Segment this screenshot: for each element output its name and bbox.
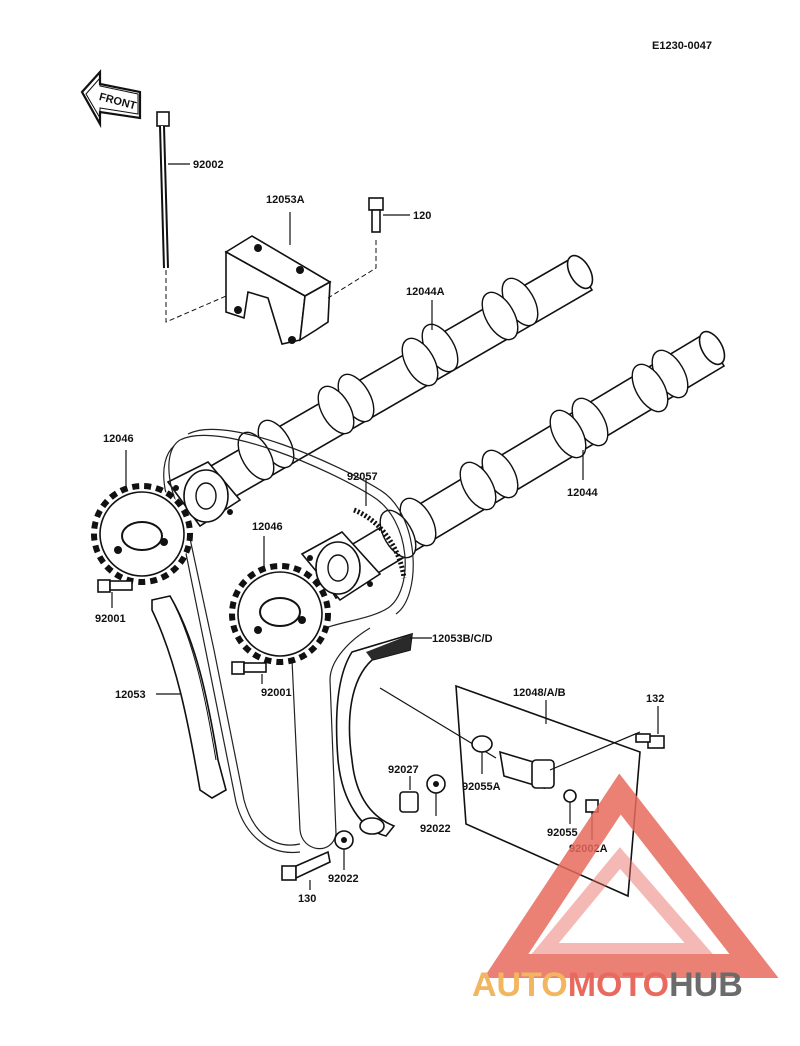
bracket-part [224,212,332,345]
label-132: 132 [646,693,664,705]
label-12046-left: 12046 [103,433,134,445]
small-bolt-part [368,197,410,233]
label-92055: 92055 [547,827,578,839]
label-12044: 12044 [567,487,598,499]
pivot-bolt-part [281,850,331,890]
tensioner-assembly-box [455,684,641,898]
tensioner-body-part [379,687,641,790]
collar-part [399,776,419,813]
o-ring-large [471,735,493,753]
camshaft-lower-part [314,330,726,600]
watermark-text-hub: HUB [669,966,743,1004]
cam-flange-lower [300,530,382,602]
cam-flange-upper [166,461,242,528]
washer-right-part [426,774,446,816]
label-12046-mid: 12046 [252,521,283,533]
label-92001-left: 92001 [95,613,126,625]
washer-bottom-part [334,830,354,870]
label-12053: 12053 [115,689,146,701]
label-92002: 92002 [193,159,224,171]
sprocket-left-part [91,450,193,585]
sprocket-bolt-middle [231,661,267,684]
label-92055A: 92055A [462,781,501,793]
label-120: 120 [413,210,431,222]
label-12053A: 12053A [266,194,305,206]
front-arrow-icon: FRONT [80,69,142,129]
cam-chain-part [163,428,414,854]
label-92022-bottom: 92022 [328,873,359,885]
label-12044A: 12044A [406,286,445,298]
watermark-text-auto: AUTO [472,966,568,1004]
svg-text:AUTOMOTOHUB: AUTOMOTOHUB [472,966,743,1004]
chain-guide-part [151,595,227,799]
leader-dashed [165,270,241,323]
sprocket-bolt-left [97,579,133,608]
long-bolt-part [156,111,190,269]
washer-small [563,789,577,803]
watermark-text-moto: MOTO [568,966,669,1004]
label-12048AB: 12048/A/B [513,687,566,699]
tensioner-guide-part [335,632,432,837]
label-130: 130 [298,893,316,905]
watermark-logo [483,773,779,978]
label-92057: 92057 [347,471,378,483]
bolt-132-part [635,706,665,749]
diagram-code: E1230-0047 [652,40,712,52]
label-12053BCD: 12053B/C/D [432,633,493,645]
sprocket-middle-part [229,536,331,665]
label-92027: 92027 [388,764,419,776]
label-92001-mid: 92001 [261,687,292,699]
label-92022-right: 92022 [420,823,451,835]
